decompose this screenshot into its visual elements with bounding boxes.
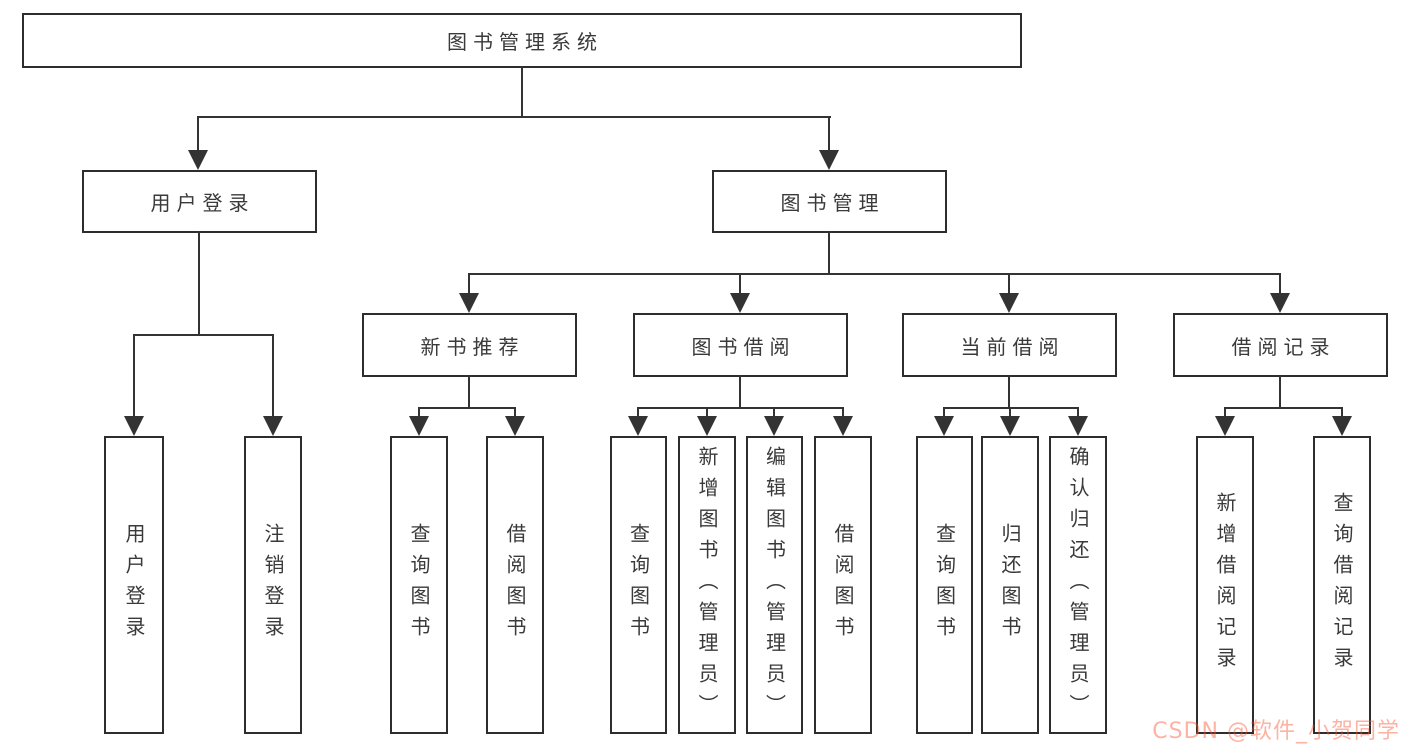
arrow-down-icon	[188, 150, 208, 170]
connector-line	[1341, 407, 1343, 418]
connector-line	[197, 116, 199, 152]
leaf-query-book-3: 查询图书	[916, 436, 973, 734]
leaf-confirm-return-admin: 确认归还（管理员）	[1049, 436, 1107, 734]
csdn-watermark: CSDN @软件_小贺同学	[1152, 719, 1400, 744]
leaf-logout-label: 注销登录	[261, 523, 285, 647]
leaf-add-book-admin: 新增图书（管理员）	[678, 436, 736, 734]
node-user-login: 用户登录	[82, 170, 317, 233]
arrow-down-icon	[124, 416, 144, 436]
arrow-down-icon	[833, 416, 853, 436]
leaf-borrow-book-1-label: 借阅图书	[503, 523, 527, 647]
arrow-down-icon	[1332, 416, 1352, 436]
leaf-edit-book-admin-label: 编辑图书（管理员）	[762, 445, 787, 725]
connector-line	[468, 375, 470, 408]
arrow-down-icon	[819, 150, 839, 170]
arrow-down-icon	[999, 293, 1019, 313]
connector-line	[418, 407, 516, 409]
connector-line	[133, 334, 274, 336]
leaf-user-login-label: 用户登录	[122, 523, 146, 647]
connector-line	[638, 407, 844, 409]
leaf-confirm-return-admin-label: 确认归还（管理员）	[1066, 445, 1090, 725]
connector-line	[1009, 407, 1011, 418]
arrow-down-icon	[1270, 293, 1290, 313]
node-borrow-record: 借阅记录	[1173, 313, 1388, 377]
leaf-query-borrow-record: 查询借阅记录	[1313, 436, 1371, 734]
arrow-down-icon	[263, 416, 283, 436]
connector-line	[1008, 375, 1010, 408]
connector-line	[272, 334, 274, 418]
arrow-down-icon	[459, 293, 479, 313]
connector-line	[1279, 273, 1281, 295]
connector-line	[706, 407, 708, 418]
connector-line	[842, 407, 844, 418]
connector-line	[773, 407, 775, 418]
node-book-management: 图书管理	[712, 170, 947, 233]
connector-line	[943, 407, 1079, 409]
arrow-down-icon	[1215, 416, 1235, 436]
arrow-down-icon	[409, 416, 429, 436]
arrow-down-icon	[697, 416, 717, 436]
connector-line	[198, 231, 200, 335]
connector-line	[1077, 407, 1079, 418]
node-root: 图书管理系统	[22, 13, 1022, 68]
connector-line	[133, 334, 135, 418]
connector-line	[828, 116, 830, 152]
connector-line	[197, 116, 831, 118]
arrow-down-icon	[505, 416, 525, 436]
node-book-borrow: 图书借阅	[633, 313, 848, 377]
node-new-book-recommend: 新书推荐	[362, 313, 577, 377]
arrow-down-icon	[764, 416, 784, 436]
leaf-query-book-3-label: 查询图书	[932, 523, 957, 647]
leaf-borrow-book-1: 借阅图书	[486, 436, 544, 734]
leaf-query-borrow-record-label: 查询借阅记录	[1330, 492, 1354, 678]
leaf-borrow-book-2-label: 借阅图书	[831, 523, 855, 647]
connector-line	[828, 231, 830, 274]
connector-line	[637, 407, 639, 418]
connector-line	[418, 407, 420, 418]
connector-line	[1224, 407, 1342, 409]
leaf-return-book: 归还图书	[981, 436, 1039, 734]
arrow-down-icon	[730, 293, 750, 313]
leaf-return-book-label: 归还图书	[998, 523, 1022, 647]
leaf-query-book-2: 查询图书	[610, 436, 667, 734]
arrow-down-icon	[1000, 416, 1020, 436]
leaf-add-borrow-record-label: 新增借阅记录	[1213, 492, 1237, 678]
connector-line	[739, 273, 741, 295]
connector-line	[1008, 273, 1010, 295]
connector-line	[739, 375, 741, 408]
connector-line	[468, 273, 1281, 275]
arrow-down-icon	[934, 416, 954, 436]
leaf-edit-book-admin: 编辑图书（管理员）	[746, 436, 803, 734]
leaf-user-login: 用户登录	[104, 436, 164, 734]
leaf-query-book-1: 查询图书	[390, 436, 448, 734]
leaf-logout: 注销登录	[244, 436, 302, 734]
leaf-borrow-book-2: 借阅图书	[814, 436, 872, 734]
connector-line	[514, 407, 516, 418]
connector-line	[1224, 407, 1226, 418]
leaf-query-book-1-label: 查询图书	[407, 523, 431, 647]
leaf-add-book-admin-label: 新增图书（管理员）	[695, 445, 719, 725]
node-current-borrow: 当前借阅	[902, 313, 1117, 377]
connector-line	[1279, 375, 1281, 408]
connector-line	[521, 66, 523, 118]
connector-line	[468, 273, 470, 295]
connector-line	[943, 407, 945, 418]
leaf-query-book-2-label: 查询图书	[626, 523, 651, 647]
arrow-down-icon	[1068, 416, 1088, 436]
arrow-down-icon	[628, 416, 648, 436]
leaf-add-borrow-record: 新增借阅记录	[1196, 436, 1254, 734]
